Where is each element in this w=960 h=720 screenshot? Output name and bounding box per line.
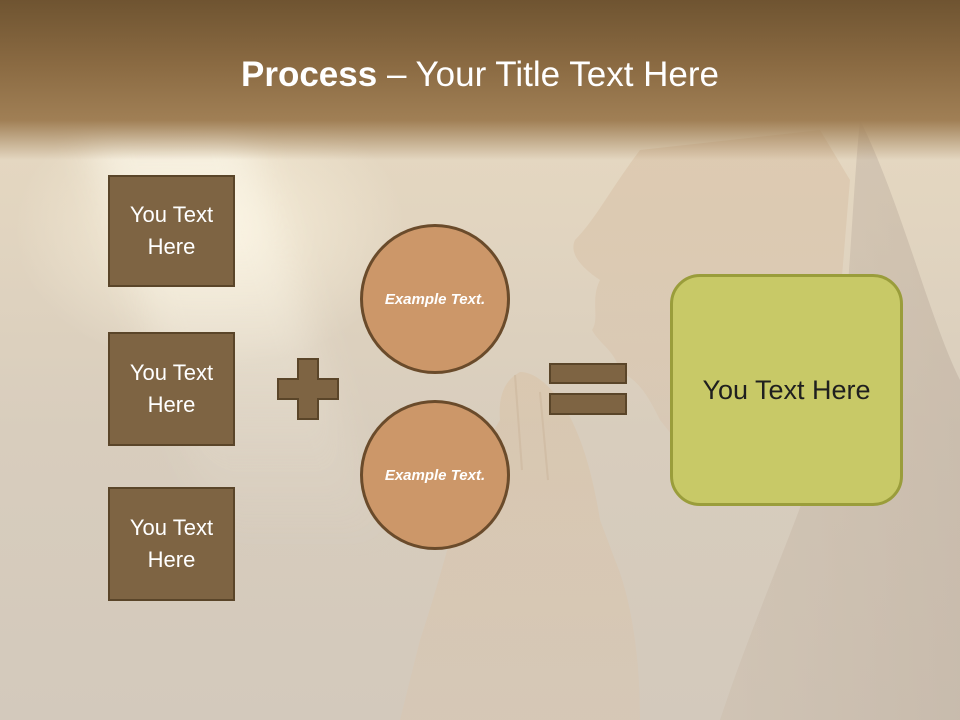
result-box-text: You Text Here [702,374,871,405]
example-circle-1: Example Text. [360,224,510,374]
input-box-1-text: You Text Here [129,202,214,259]
slide-title: Process – Your Title Text Here [0,52,960,98]
result-box: You Text Here [670,274,903,506]
example-circle-2-text: Example Text. [384,466,486,484]
plus-icon [277,358,339,420]
input-box-2: You Text Here [108,332,235,446]
example-circle-1-text: Example Text. [384,290,486,308]
input-box-3: You Text Here [108,487,235,601]
input-box-1: You Text Here [108,175,235,287]
title-bold: Process [241,55,378,94]
title-text: Your Title Text Here [415,55,720,94]
header-band [0,0,960,160]
example-circle-2: Example Text. [360,400,510,550]
title-separator: – [377,55,416,94]
equals-icon [549,363,627,415]
input-box-3-text: You Text Here [129,515,214,572]
input-box-2-text: You Text Here [129,360,214,417]
